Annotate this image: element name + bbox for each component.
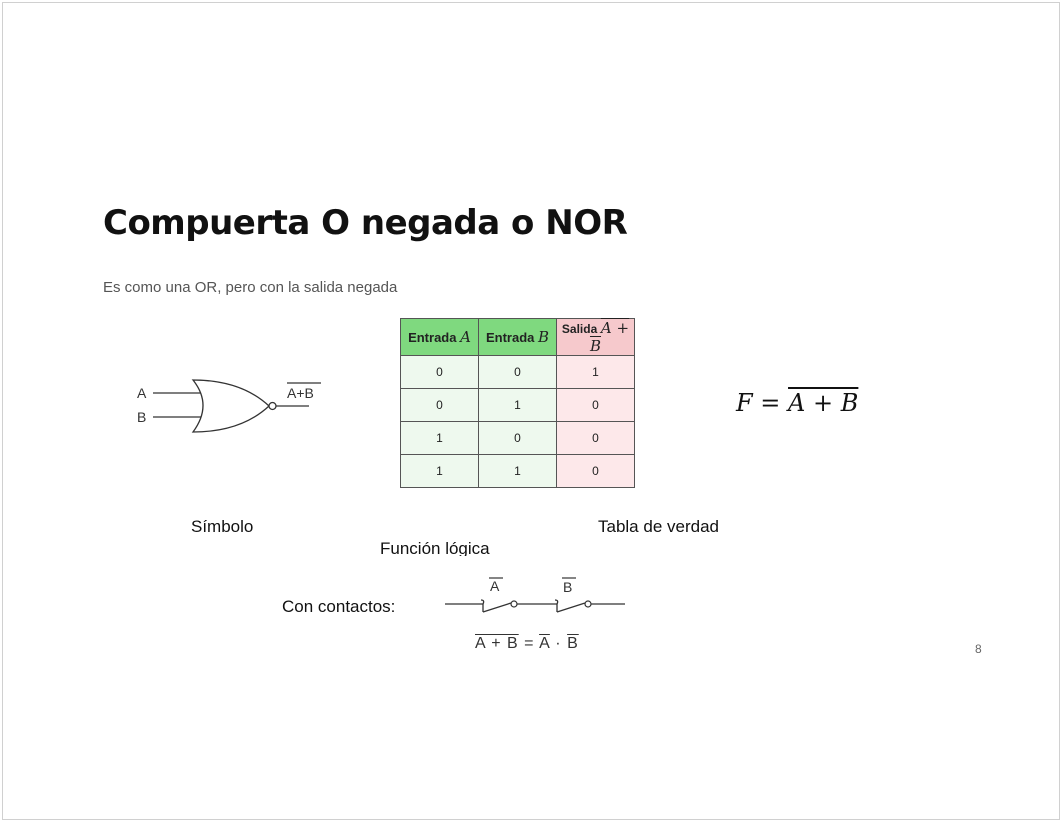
contact-b-label: B <box>563 579 572 595</box>
eq-a: A <box>539 635 550 652</box>
gate-negation-bubble <box>268 401 277 411</box>
contacts-diagram: A B <box>445 577 625 613</box>
formula-lhs: F <box>736 389 753 417</box>
contacts-equation: A + B = A · B <box>475 635 579 653</box>
table-cell: 0 <box>556 454 635 488</box>
contact-a-label: A <box>490 578 500 594</box>
contact-b-blade <box>556 602 586 613</box>
formula-eq: = <box>752 389 789 417</box>
nor-gate-diagram: A B A+B <box>137 379 321 433</box>
truth-table: Entrada A Entrada B Salida A + B 0 0 1 0… <box>400 318 635 488</box>
table-cell: 0 <box>556 388 635 422</box>
header-out-expr: A + B <box>589 319 630 355</box>
contact-a-hook <box>477 599 485 605</box>
table-cell: 0 <box>556 421 635 455</box>
table-row: 0 1 0 <box>400 388 635 422</box>
contact-a-terminal <box>510 600 518 608</box>
table-cell: 1 <box>556 355 635 389</box>
eq-b: B <box>567 635 579 652</box>
formula-rhs: A + B <box>788 389 859 417</box>
table-cell: 1 <box>478 388 557 422</box>
caption-logic-function: Función lógica <box>380 539 490 556</box>
header-b-var: B <box>538 328 550 346</box>
table-cell: 1 <box>400 454 479 488</box>
slide-title: Compuerta O negada o NOR <box>103 203 628 243</box>
eq-dot: · <box>549 635 568 652</box>
table-cell: 0 <box>400 355 479 389</box>
caption-contacts: Con contactos: <box>282 597 396 616</box>
header-b-prefix: Entrada <box>485 330 535 345</box>
header-out-prefix: Salida <box>561 322 598 336</box>
caption-truth-table: Tabla de verdad <box>598 517 719 536</box>
truth-table-header-row: Entrada A Entrada B Salida A + B <box>400 318 635 356</box>
table-row: 0 0 1 <box>400 355 635 389</box>
table-cell: 0 <box>478 355 557 389</box>
contact-b-terminal <box>584 600 592 608</box>
page-number: 8 <box>975 642 982 656</box>
contact-a-blade <box>482 602 512 613</box>
gate-input-b-label: B <box>137 409 146 425</box>
header-output: Salida A + B <box>556 318 635 356</box>
header-a-prefix: Entrada <box>408 330 457 345</box>
caption-symbol: Símbolo <box>191 517 254 536</box>
logic-formula: F = A + B <box>736 389 858 417</box>
table-cell: 1 <box>478 454 557 488</box>
header-a-var: A <box>460 328 471 346</box>
table-cell: 1 <box>400 421 479 455</box>
header-input-a: Entrada A <box>400 318 479 356</box>
contact-b-hook <box>551 599 559 605</box>
gate-output-label: A+B <box>287 385 314 401</box>
table-cell: 0 <box>400 388 479 422</box>
gate-input-a-label: A <box>137 385 147 401</box>
eq-equals: = <box>518 635 540 652</box>
eq-lhs: A + B <box>475 635 519 652</box>
table-row: 1 1 0 <box>400 454 635 488</box>
nor-gate-body <box>191 379 270 433</box>
table-row: 1 0 0 <box>400 421 635 455</box>
table-cell: 0 <box>478 421 557 455</box>
header-input-b: Entrada B <box>478 318 557 356</box>
slide-subtitle: Es como una OR, pero con la salida negad… <box>103 279 398 296</box>
